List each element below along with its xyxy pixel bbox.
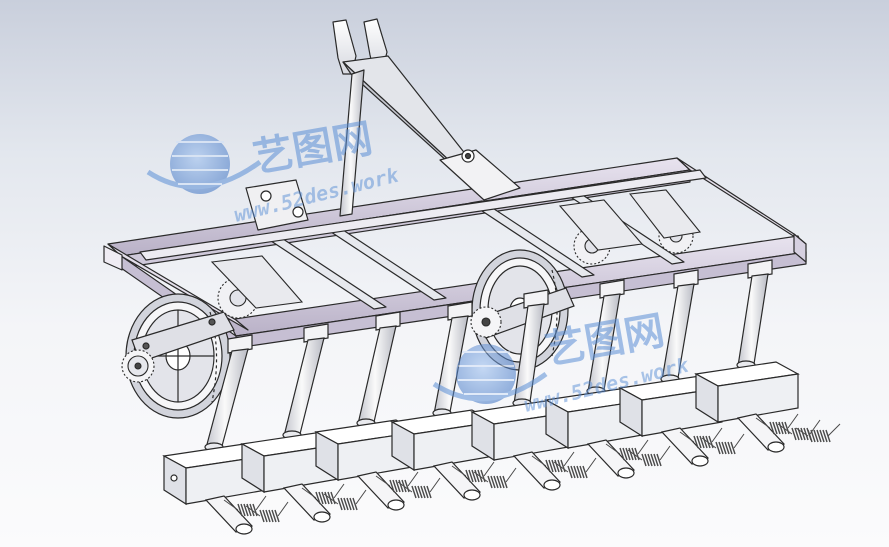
sprocket-left xyxy=(121,349,155,383)
drive-sprockets xyxy=(210,189,702,319)
tine-module xyxy=(694,259,821,453)
tine-shanks xyxy=(162,259,841,535)
globe-logo-icon xyxy=(146,134,262,194)
sprocket-middle xyxy=(470,306,502,338)
tine-module xyxy=(240,323,367,523)
tine-module xyxy=(390,301,517,501)
hitch-assembly xyxy=(245,18,521,231)
gauge-wheel-left xyxy=(125,293,235,419)
hitch-strut xyxy=(339,69,365,217)
gauge-wheel-middle xyxy=(471,249,575,371)
tine-module xyxy=(618,269,745,467)
tine-module xyxy=(795,423,841,443)
tine-module xyxy=(162,334,289,535)
lower-hitch-bracket xyxy=(245,179,309,231)
globe-logo-icon xyxy=(432,344,548,404)
tine-module xyxy=(314,311,441,511)
